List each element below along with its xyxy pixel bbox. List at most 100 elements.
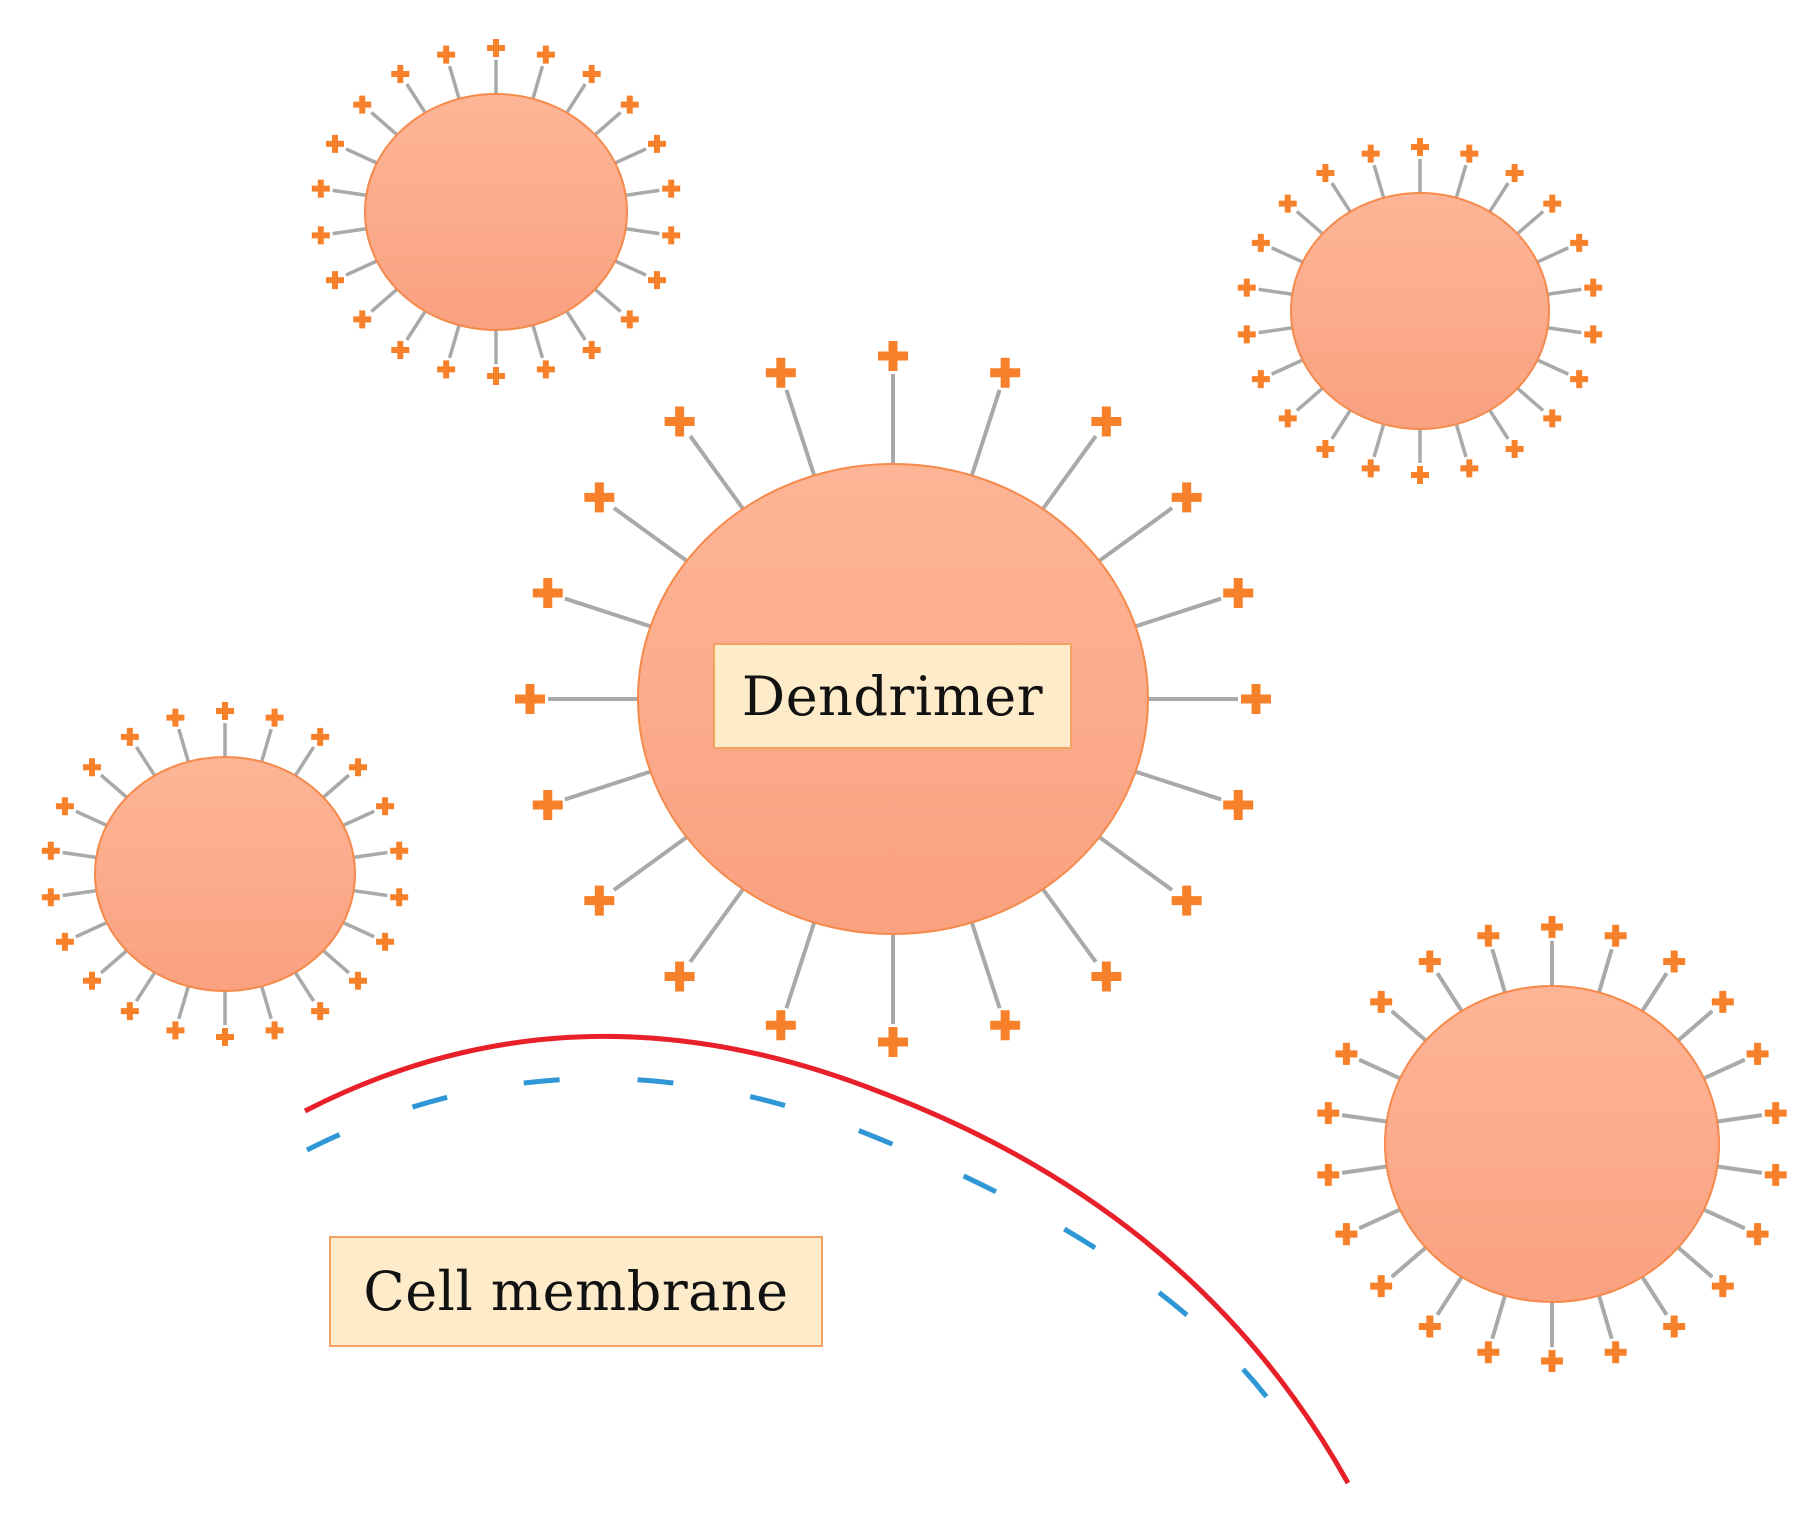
positive-charge-icon <box>878 1027 908 1057</box>
positive-charge-icon <box>487 367 505 385</box>
positive-charge-icon <box>648 271 667 290</box>
positive-charge-icon <box>265 708 284 727</box>
positive-charge-icon <box>1361 144 1380 163</box>
surface-arm <box>322 773 351 799</box>
surface-arm <box>75 921 108 939</box>
surface-arm <box>1271 358 1304 376</box>
positive-charge-icon <box>648 134 667 153</box>
positive-charge-icon <box>532 789 563 820</box>
positive-charge-icon <box>1317 1102 1340 1125</box>
surface-arm <box>345 259 378 277</box>
positive-charge-icon <box>1418 950 1441 973</box>
positive-charge-icon <box>1764 1163 1787 1186</box>
positive-charge-icon <box>1541 1350 1563 1372</box>
surface-arm <box>969 921 1002 1009</box>
positive-charge-icon <box>515 684 545 714</box>
surface-arm <box>99 773 128 799</box>
surface-arm <box>784 389 817 477</box>
surface-arm <box>1516 386 1545 412</box>
surface-arm <box>405 83 427 114</box>
cell-membrane-label: Cell membrane <box>329 1236 823 1347</box>
positive-charge-icon <box>664 406 695 437</box>
surface-arm <box>1258 287 1293 296</box>
membrane-inner-layer <box>305 1076 1278 1410</box>
positive-charge-icon <box>1335 1042 1358 1065</box>
surface-arm <box>447 324 461 359</box>
positive-charge-icon <box>1663 950 1686 973</box>
positive-charge-icon <box>1477 924 1500 947</box>
surface-arm <box>259 728 273 763</box>
surface-arm <box>345 147 378 165</box>
positive-charge-icon <box>437 360 456 379</box>
surface-arm <box>75 809 108 827</box>
positive-charge-icon <box>1316 439 1335 458</box>
surface-arm <box>614 147 647 165</box>
surface-arm <box>625 227 660 236</box>
surface-arm <box>353 888 388 898</box>
positive-charge-icon <box>1764 1102 1787 1125</box>
surface-arm <box>784 921 817 1009</box>
positive-charge-icon <box>1091 961 1122 992</box>
surface-arm <box>332 188 367 197</box>
surface-arm <box>969 389 1002 477</box>
positive-charge-icon <box>82 971 101 990</box>
positive-charge-icon <box>376 932 395 951</box>
surface-arm <box>593 111 622 137</box>
surface-arm <box>531 324 545 359</box>
positive-charge-icon <box>1604 924 1627 947</box>
surface-arm <box>62 888 97 898</box>
positive-charge-icon <box>584 482 615 513</box>
surface-arm <box>1488 409 1510 440</box>
surface-arm <box>1330 409 1352 440</box>
positive-charge-icon <box>376 797 395 816</box>
positive-charge-icon <box>353 95 372 114</box>
surface-arm <box>99 949 128 975</box>
dendrimer-small-top-left <box>311 39 681 385</box>
positive-charge-icon <box>532 578 563 609</box>
positive-charge-icon <box>536 45 555 64</box>
surface-arm <box>447 65 461 100</box>
positive-charge-icon <box>1335 1223 1358 1246</box>
positive-charge-icon <box>1370 1275 1393 1298</box>
positive-charge-icon <box>311 179 330 198</box>
positive-charge-icon <box>349 758 368 777</box>
surface-arm <box>688 434 745 511</box>
positive-charge-icon <box>1223 789 1254 820</box>
positive-charge-icon <box>1171 482 1202 513</box>
surface-arm <box>1390 1009 1428 1043</box>
positive-charge-icon <box>1663 1315 1686 1338</box>
dendrimer-core <box>94 756 356 992</box>
positive-charge-icon <box>1584 278 1603 297</box>
positive-charge-icon <box>1091 406 1122 437</box>
surface-arm <box>1597 1295 1614 1340</box>
positive-charge-icon <box>166 1021 185 1040</box>
surface-arm <box>1341 1164 1387 1175</box>
positive-charge-icon <box>1171 885 1202 916</box>
positive-charge-icon <box>487 39 505 57</box>
surface-arm <box>1041 887 1098 964</box>
positive-charge-icon <box>1505 439 1524 458</box>
positive-charge-icon <box>990 357 1021 388</box>
positive-charge-icon <box>1584 325 1603 344</box>
positive-charge-icon <box>1711 1275 1734 1298</box>
positive-charge-icon <box>1251 370 1270 389</box>
positive-charge-icon <box>1746 1042 1769 1065</box>
surface-arm <box>1041 434 1098 511</box>
positive-charge-icon <box>325 271 344 290</box>
surface-arm <box>1490 1295 1507 1340</box>
positive-charge-icon <box>620 95 639 114</box>
surface-arm <box>1717 1113 1763 1124</box>
dendrimer-core <box>1290 192 1550 430</box>
surface-arm <box>1488 182 1510 213</box>
positive-charge-icon <box>1460 459 1479 478</box>
positive-charge-icon <box>1411 466 1429 484</box>
surface-arm <box>1676 1009 1714 1043</box>
surface-arm <box>1703 1057 1746 1081</box>
surface-arm <box>1098 835 1174 892</box>
positive-charge-icon <box>311 727 330 746</box>
positive-charge-icon <box>582 340 601 359</box>
surface-arm <box>1295 386 1324 412</box>
positive-charge-icon <box>265 1021 284 1040</box>
surface-arm <box>1134 769 1222 802</box>
surface-arm <box>1390 1245 1428 1279</box>
